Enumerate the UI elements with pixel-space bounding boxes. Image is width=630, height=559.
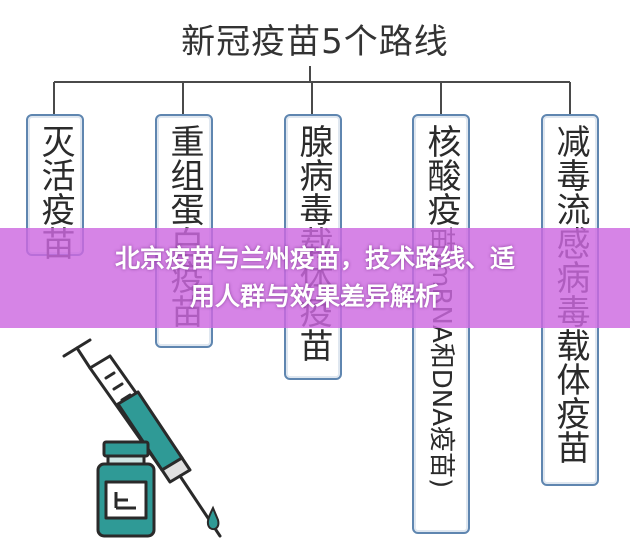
title-banner — [0, 228, 630, 328]
route-label: 核酸疫 — [421, 124, 461, 226]
banner-headline-line-1: 北京疫苗与兰州疫苗，技术路线、适 — [114, 244, 515, 273]
syringe-icon — [62, 338, 222, 538]
diagram-title: 新冠疫苗5个路线 — [181, 22, 449, 62]
banner-headline: 北京疫苗与兰州疫苗，技术路线、适 用人群与效果差异解析 — [0, 240, 630, 316]
vaccine-vial-icon — [96, 440, 156, 538]
banner-headline-line-2: 用人群与效果差异解析 — [189, 282, 440, 311]
